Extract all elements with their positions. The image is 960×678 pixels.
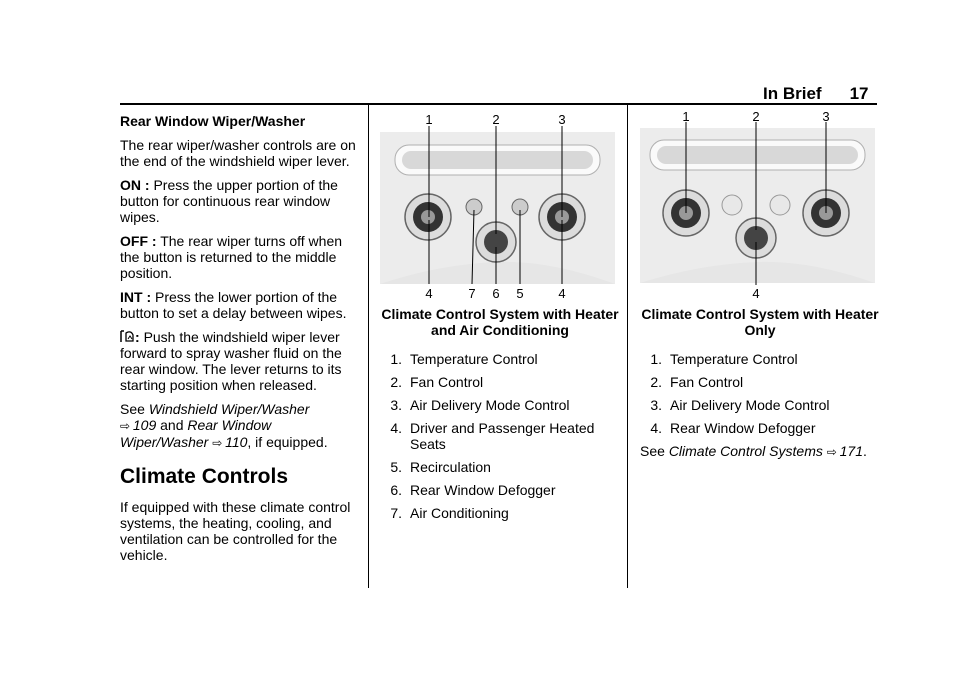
callout-label: 1 (682, 110, 689, 124)
callout-label: 4 (752, 286, 759, 300)
list-item: 1. Temperature Control (640, 351, 880, 367)
section-heading: Climate Controls (120, 465, 289, 488)
legend-list: 1. Temperature Control 2. Fan Control 3. Ai… (380, 351, 620, 521)
definition: Press the upper portion of the button fo… (120, 177, 338, 225)
item-number: 4. (650, 420, 662, 436)
item-text: Rear Window Defogger (670, 420, 816, 436)
see-label: See (640, 443, 665, 459)
page-ref-icon: ⇨ (826, 445, 837, 459)
item-text: Temperature Control (670, 351, 798, 367)
list-item: 3. Air Delivery Mode Control (380, 397, 620, 413)
term-washer: : (135, 329, 140, 345)
suffix-text: , if equipped. (247, 434, 328, 450)
column-right: Climate Control System with Heater Only … (640, 306, 880, 460)
callout-label: 2 (752, 110, 759, 124)
item-number: 7. (390, 505, 402, 521)
paragraph: INT : Press the lower portion of the but… (120, 289, 360, 321)
item-number: 5. (390, 459, 402, 475)
item-text: Recirculation (410, 459, 491, 475)
item-number: 2. (390, 374, 402, 390)
item-text: Fan Control (670, 374, 744, 390)
callout-label: 5 (516, 286, 523, 301)
callout-label: 1 (425, 112, 432, 127)
column-middle: Climate Control System with Heater and A… (380, 306, 620, 528)
list-item: 2. Fan Control (380, 374, 620, 390)
list-item: 7. Air Conditioning (380, 505, 620, 521)
definition: The rear wiper turns off when the button… (120, 233, 343, 281)
item-text: Driver and Passenger Heated Seats (410, 420, 595, 452)
link-windshield-wiper[interactable]: Windshield Wiper/Washer (148, 401, 310, 417)
item-number: 1. (650, 351, 662, 367)
paragraph: If equipped with these climate control s… (120, 499, 351, 563)
page-ref[interactable]: 110 (225, 434, 248, 450)
page-ref[interactable]: 109 (132, 417, 157, 433)
page-ref[interactable]: 171 (839, 443, 863, 459)
column-left: Rear Window Wiper/Washer The rear wiper/… (120, 113, 360, 571)
figure-heater-only: 1 2 3 4 (640, 109, 875, 301)
definition: Press the lower portion of the button to… (120, 289, 347, 321)
subheading: Rear Window Wiper/Washer (120, 113, 306, 129)
item-text: Temperature Control (410, 351, 538, 367)
page-ref-icon: ⇨ (212, 436, 223, 450)
item-number: 3. (650, 397, 662, 413)
list-item: 4. Driver and Passenger Heated Seats (380, 420, 620, 452)
page-ref-icon: ⇨ (120, 419, 131, 433)
list-item: 6. Rear Window Defogger (380, 482, 620, 498)
column-divider (368, 105, 369, 588)
callout-label: 4 (425, 286, 432, 301)
header-rule (120, 103, 877, 105)
paragraph: ON : Press the upper portion of the butt… (120, 177, 360, 225)
item-text: Rear Window Defogger (410, 482, 556, 498)
term-int: INT : (120, 289, 152, 305)
list-item: 3. Air Delivery Mode Control (640, 397, 880, 413)
climate-panel-illustration: 1 2 3 4 7 6 5 4 (380, 112, 615, 301)
rear-washer-icon (120, 330, 134, 342)
item-number: 6. (390, 482, 402, 498)
climate-panel-illustration: 1 2 3 4 (640, 109, 875, 301)
callout-label: 4 (558, 286, 565, 301)
item-number: 3. (390, 397, 402, 413)
term-off: OFF : (120, 233, 157, 249)
item-number: 4. (390, 420, 402, 436)
list-item: 4. Rear Window Defogger (640, 420, 880, 436)
section-title: In Brief (763, 84, 822, 103)
figure-heater-ac: 1 2 3 4 7 6 5 4 (380, 112, 615, 302)
item-text: Air Delivery Mode Control (670, 397, 830, 413)
item-text: Air Conditioning (410, 505, 509, 521)
callout-label: 6 (492, 286, 499, 301)
definition: Push the windshield wiper lever forward … (120, 329, 342, 393)
see-label: See (120, 401, 145, 417)
paragraph: OFF : The rear wiper turns off when the … (120, 233, 360, 281)
link-climate-control[interactable]: Climate Control Systems (668, 443, 823, 459)
legend-list: 1. Temperature Control 2. Fan Control 3. Ai… (640, 351, 880, 436)
and-label: and (160, 417, 184, 433)
page-number: 17 (849, 84, 869, 103)
list-item: 5. Recirculation (380, 459, 620, 475)
term-on: ON : (120, 177, 150, 193)
cross-reference: See Windshield Wiper/Washer ⇨ 109 and Re… (120, 401, 360, 451)
callout-label: 3 (558, 112, 565, 127)
item-text: Fan Control (410, 374, 484, 390)
item-text: Air Delivery Mode Control (410, 397, 570, 413)
cross-reference: See Climate Control Systems ⇨ 171. (640, 443, 867, 459)
item-number: 2. (650, 374, 662, 390)
item-number: 1. (390, 351, 402, 367)
link-rear-wiper[interactable]: Rear Window Wiper/Washer (120, 417, 272, 450)
callout-label: 7 (468, 286, 475, 301)
list-item: 2. Fan Control (640, 374, 880, 390)
callout-label: 3 (822, 110, 829, 124)
paragraph: The rear wiper/washer controls are on th… (120, 137, 356, 169)
page-header: In Brief 17 (763, 84, 868, 104)
list-item: 1. Temperature Control (380, 351, 620, 367)
figure-caption: Climate Control System with Heater and A… (381, 306, 619, 338)
callout-label: 2 (492, 112, 499, 127)
figure-caption: Climate Control System with Heater Only (641, 306, 879, 338)
column-divider (627, 105, 628, 588)
paragraph: : Push the windshield wiper lever forwar… (120, 329, 360, 393)
